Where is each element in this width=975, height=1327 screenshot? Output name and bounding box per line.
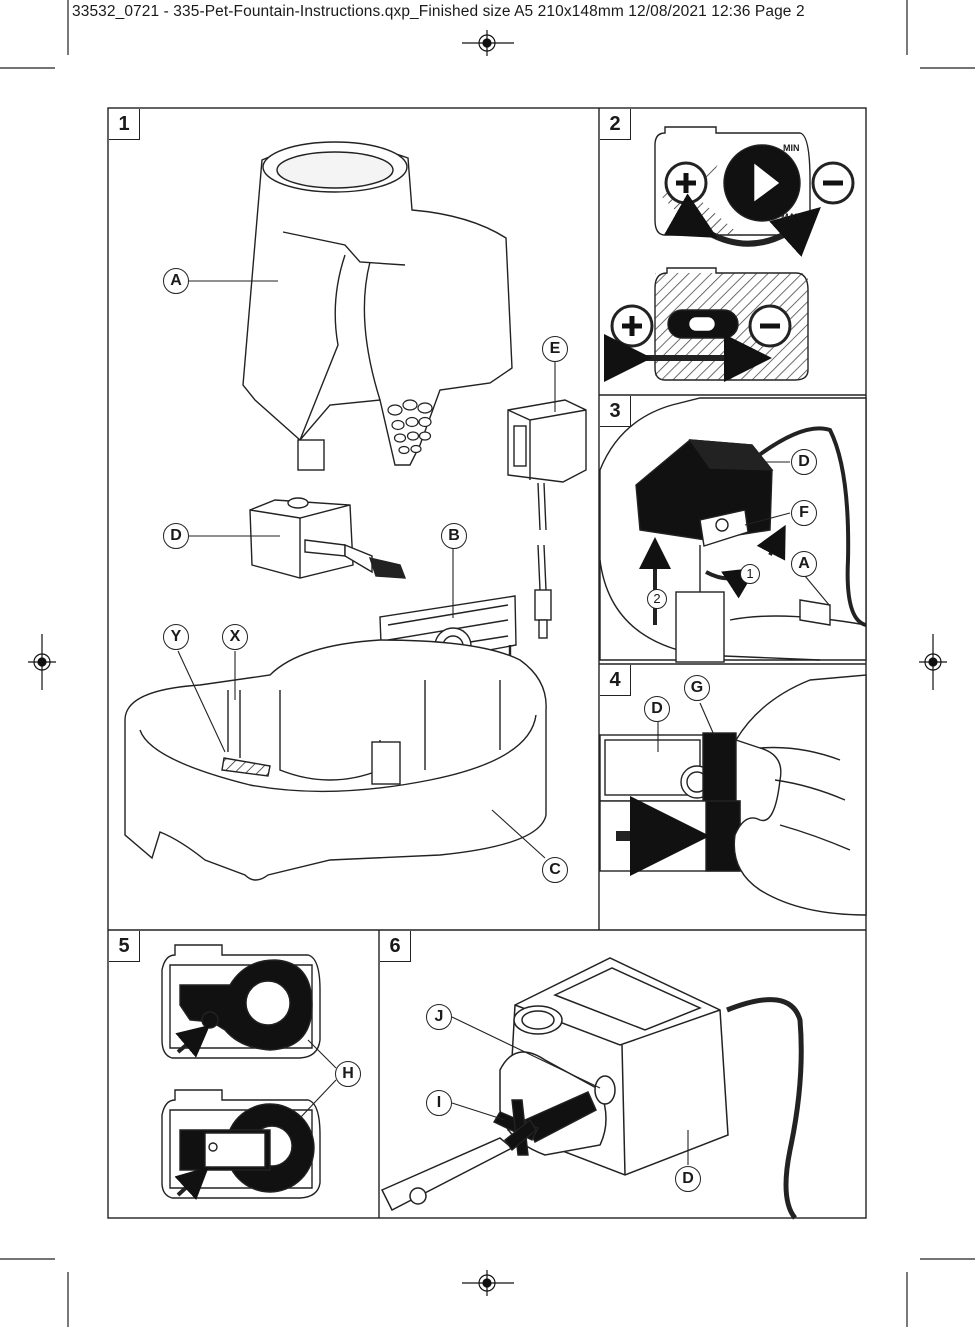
callout-y: Y <box>163 624 189 650</box>
callout-e: E <box>542 336 568 362</box>
callout-c: C <box>542 857 568 883</box>
callout-i: I <box>426 1090 452 1116</box>
callout-x: X <box>222 624 248 650</box>
registration-mark-icon <box>28 634 56 690</box>
step-1: 1 <box>740 564 760 584</box>
panel-number-6: 6 <box>380 931 411 962</box>
callout-d: D <box>791 449 817 475</box>
panel-number-1: 1 <box>109 109 140 140</box>
impeller-cover-open <box>162 1090 320 1198</box>
registration-mark-icon <box>462 1270 514 1296</box>
panel-number-5: 5 <box>109 931 140 962</box>
panel-number-4: 4 <box>600 665 631 696</box>
pump-install-scene <box>600 398 866 662</box>
panel-number-2: 2 <box>600 109 631 140</box>
callout-d: D <box>644 696 670 722</box>
callout-h: H <box>335 1061 361 1087</box>
callout-f: F <box>791 500 817 526</box>
power-adapter-e <box>508 400 586 638</box>
pump-d-detail <box>382 958 801 1218</box>
print-slug-header: 33532_0721 - 335-Pet-Fountain-Instructio… <box>72 3 805 21</box>
panel-number-3: 3 <box>600 396 631 427</box>
pump-d-exploded <box>250 498 405 578</box>
callout-b: B <box>441 523 467 549</box>
step-2: 2 <box>647 589 667 609</box>
registration-mark-icon <box>919 634 947 690</box>
callout-a: A <box>163 268 189 294</box>
water-bowl-c <box>125 640 546 880</box>
impeller-cover-closed <box>162 945 320 1058</box>
dial-max-text: MAX <box>781 212 801 222</box>
callout-j: J <box>426 1004 452 1030</box>
dial-min-text: MIN <box>783 143 800 153</box>
callout-d: D <box>163 523 189 549</box>
pump-release-scene <box>600 675 866 915</box>
fountain-top-cover <box>243 142 512 470</box>
callout-d: D <box>675 1166 701 1192</box>
registration-mark-icon <box>462 30 514 56</box>
callout-g: G <box>684 675 710 701</box>
callout-a: A <box>791 551 817 577</box>
